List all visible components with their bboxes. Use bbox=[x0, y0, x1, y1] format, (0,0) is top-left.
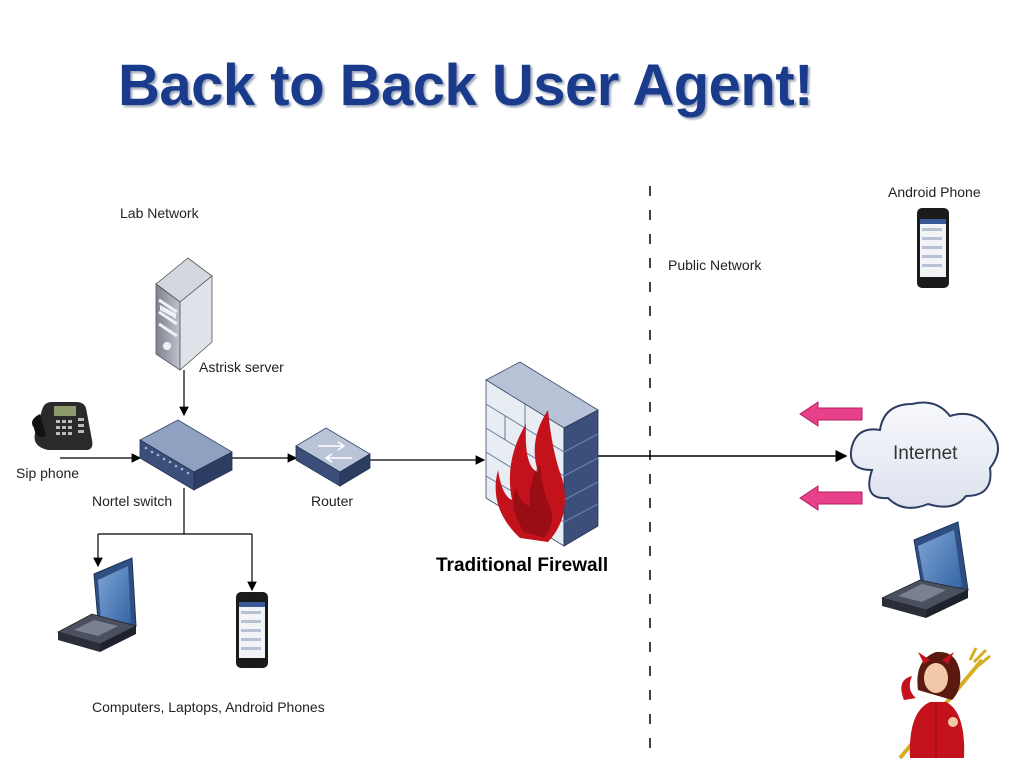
public-network-label: Public Network bbox=[668, 257, 762, 273]
nortel-switch-label: Nortel switch bbox=[92, 493, 173, 509]
sip-phone-label: Sip phone bbox=[16, 465, 80, 481]
router-label: Router bbox=[311, 493, 354, 509]
laptop-icon bbox=[880, 521, 970, 618]
router-icon bbox=[295, 427, 371, 487]
lab-network-label: Lab Network bbox=[120, 205, 199, 221]
traditional-firewall-label: Traditional Firewall bbox=[436, 555, 609, 576]
pink-arrow-icon bbox=[799, 485, 863, 511]
firewall-icon bbox=[485, 361, 599, 547]
astrisk-server-label: Astrisk server bbox=[199, 359, 284, 375]
network-switch-icon bbox=[139, 419, 233, 491]
internet-cloud-icon bbox=[850, 401, 999, 509]
devil-attacker-icon bbox=[898, 647, 991, 760]
internet-label: Internet bbox=[893, 443, 958, 464]
android-phone-label: Android Phone bbox=[888, 184, 981, 200]
desk-phone-icon bbox=[32, 402, 93, 450]
slide-title: Back to Back User Agent! bbox=[118, 53, 813, 118]
endpoints-label: Computers, Laptops, Android Phones bbox=[92, 699, 325, 715]
smartphone-icon bbox=[236, 592, 268, 668]
pink-arrow-icon bbox=[799, 401, 863, 427]
smartphone-icon bbox=[917, 208, 949, 288]
server-icon bbox=[155, 257, 213, 371]
laptop-icon bbox=[56, 557, 138, 652]
